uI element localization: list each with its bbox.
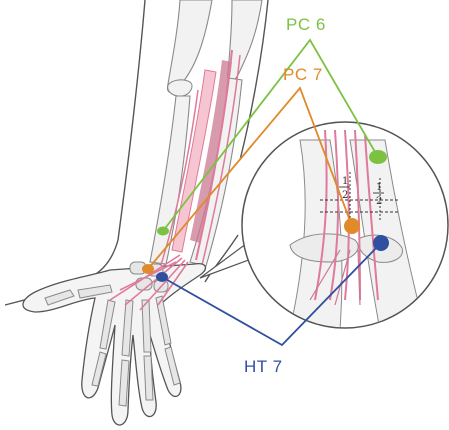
ht7-point-inset: [373, 235, 389, 251]
pc7-point-inset: [344, 218, 360, 234]
fraction-right-denominator: 2: [376, 196, 382, 207]
fraction-left-denominator: 2: [342, 190, 348, 201]
hand: [23, 264, 205, 425]
fraction-left-numerator: 1: [342, 176, 348, 187]
pc7-label: PC 7: [283, 65, 323, 84]
pc6-label: PC 6: [286, 15, 326, 34]
ht7-label: HT 7: [244, 357, 283, 376]
pc6-point-inset: [369, 150, 387, 164]
fraction-right-numerator: 1: [376, 182, 382, 193]
ht7-point-arm: [156, 272, 168, 282]
pc6-point-arm: [157, 227, 169, 236]
pc7-point-arm: [142, 264, 154, 274]
